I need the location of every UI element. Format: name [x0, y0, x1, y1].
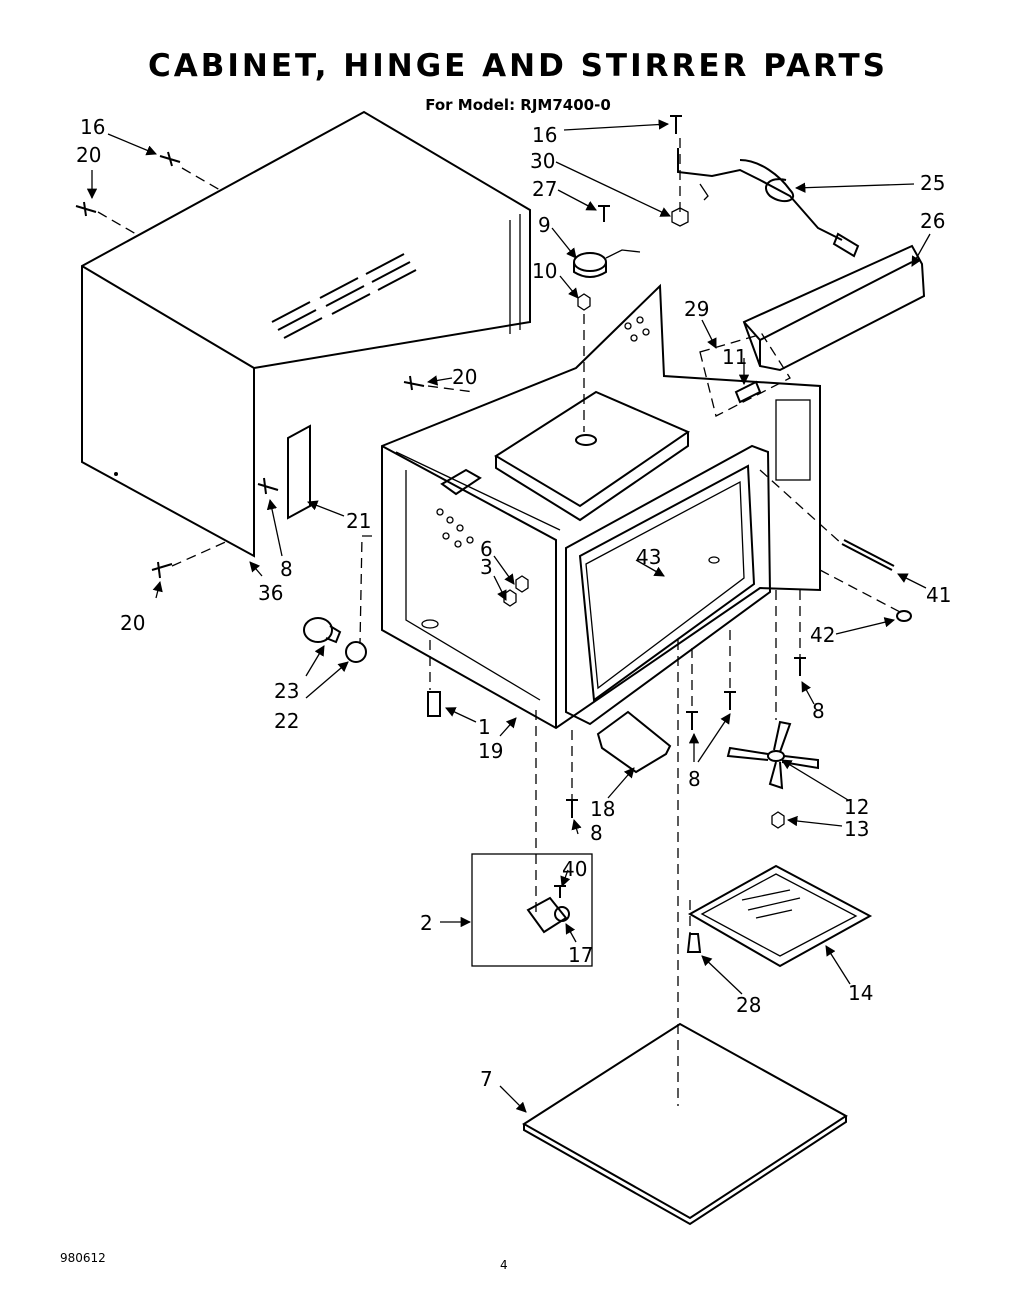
interlock-assembly	[699, 333, 791, 417]
vent-duct	[742, 244, 926, 372]
callout-41: 41	[926, 583, 951, 607]
callout-42: 42	[810, 623, 835, 647]
stirrer-blade-icon	[726, 720, 819, 790]
callout-8-center: 8	[688, 767, 701, 791]
callout-18: 18	[590, 797, 615, 821]
callout-29: 29	[684, 297, 709, 321]
assembly-lines	[97, 138, 901, 1106]
lamp-bulb-icon	[303, 617, 367, 663]
callout-9: 9	[538, 213, 551, 237]
callout-17: 17	[568, 943, 593, 967]
callout-28: 28	[736, 993, 761, 1017]
callout-36: 36	[258, 581, 283, 605]
oven-chassis	[381, 283, 821, 730]
callout-21: 21	[346, 509, 371, 533]
hinge-assembly	[471, 853, 593, 967]
callout-2: 2	[420, 911, 433, 935]
page-number: 4	[500, 1258, 508, 1272]
callout-40: 40	[562, 857, 587, 881]
callout-14: 14	[848, 981, 873, 1005]
callout-8-bottom: 8	[590, 821, 603, 845]
bottom-plate	[522, 1022, 848, 1226]
callout-23: 23	[274, 679, 299, 703]
leader-arrows	[86, 119, 931, 1113]
callout-7: 7	[480, 1067, 493, 1091]
callout-20-mid: 20	[452, 365, 477, 389]
fasteners	[75, 115, 912, 829]
callout-26: 26	[920, 209, 945, 233]
document-code: 980612	[60, 1251, 106, 1265]
callout-16-left: 16	[80, 115, 105, 139]
callout-22: 22	[274, 709, 299, 733]
callout-20-bottom-left: 20	[120, 611, 145, 635]
stirrer-shelf	[686, 864, 873, 968]
callout-43: 43	[636, 545, 661, 569]
callout-16-top: 16	[532, 123, 557, 147]
callout-20-top-left: 20	[76, 143, 101, 167]
callout-1: 1	[478, 715, 491, 739]
model-subtitle: For Model: RJM7400-0	[425, 96, 611, 114]
callout-19: 19	[478, 739, 503, 763]
callout-30: 30	[530, 149, 555, 173]
page-title: CABINET, HINGE AND STIRRER PARTS	[147, 48, 889, 84]
callout-13: 13	[844, 817, 869, 841]
callout-labels: 16 20 20 20 36 8 21 6 3 23 22 1 19 16 30…	[76, 115, 951, 1091]
callout-11: 11	[722, 345, 747, 369]
callout-12: 12	[844, 795, 869, 819]
callout-10: 10	[532, 259, 557, 283]
cover-plate	[596, 710, 672, 774]
callout-25: 25	[920, 171, 945, 195]
callout-3: 3	[480, 555, 493, 579]
callout-8-right: 8	[812, 699, 825, 723]
stirrer-motor	[573, 249, 641, 278]
power-cord-icon	[677, 148, 860, 258]
callout-27: 27	[532, 177, 557, 201]
callout-6: 6	[480, 537, 493, 561]
callout-8-left: 8	[280, 557, 293, 581]
